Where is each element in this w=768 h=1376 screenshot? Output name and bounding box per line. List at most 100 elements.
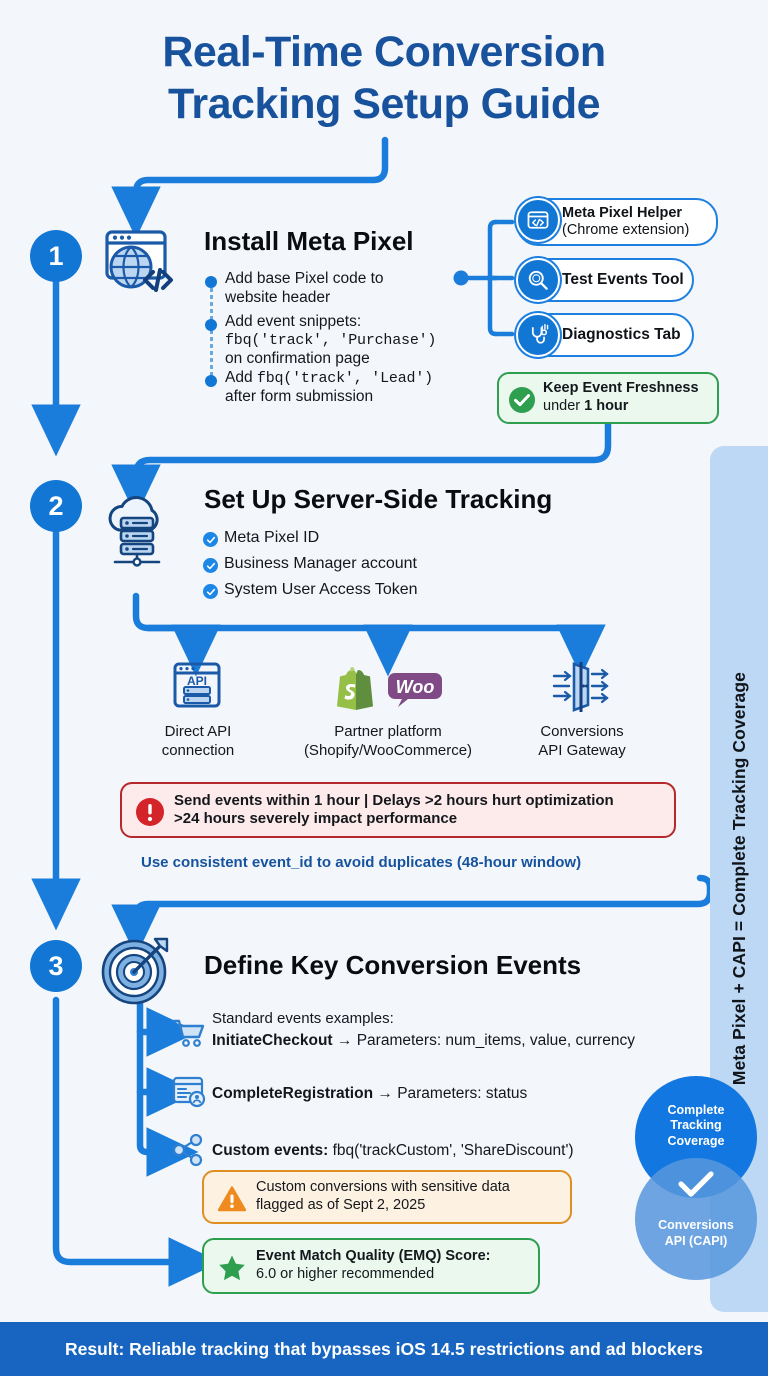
event-2-name: CompleteRegistration [212,1085,374,1102]
tool-pill-1-text: Meta Pixel Helper (Chrome extension) [562,205,689,239]
event-3-params: fbq('trackCustom', 'ShareDiscount') [332,1142,574,1159]
platform-label-2: Partner platform (Shopify/WooCommerce) [288,722,488,760]
step1-bullet-3: Add fbq('track', 'Lead') after form subm… [225,369,515,407]
svg-text:Woo: Woo [396,677,435,697]
step2-check-2: Business Manager account [224,555,417,572]
venn-top-l3: Coverage [667,1133,725,1148]
step1-bullet-2-line1: Add event snippets: [225,313,362,330]
bullet-dot-1 [205,276,217,288]
emq-line1: Event Match Quality (EMQ) Score: [256,1248,491,1265]
step1-bullet-2-code: fbq('track', 'Purchase') [225,331,437,349]
step1-bullet-3-code: fbq('track', 'Lead') [256,370,433,387]
tool-pill-meta-pixel-helper[interactable]: Meta Pixel Helper (Chrome extension) [516,198,718,246]
step-badge-2: 2 [30,480,82,532]
check-icon-2 [203,558,218,573]
venn-top-l2: Tracking [670,1118,722,1133]
pixel-helper-icon [516,198,560,242]
check-icon-1 [203,532,218,547]
step1-bullet-1-line2: website header [225,288,331,306]
star-icon [217,1254,247,1287]
emq-line2: 6.0 or higher recommended [256,1266,435,1282]
venn-bottom-l1: Conversions [658,1218,734,1233]
step1-bullet-3-pre: Add [225,369,257,386]
tool-pill-test-events-tool[interactable]: Test Events Tool [516,258,694,302]
event-2-arrow: → [377,1085,393,1102]
step2-check-1: Meta Pixel ID [224,529,320,546]
step1-bullet-3-line2: after form submission [225,388,374,406]
sensitive-data-text: Custom conversions with sensitive data f… [256,1179,510,1214]
event-row-3: Custom events: fbq('trackCustom', 'Share… [212,1142,574,1160]
platform-3-line1: Conversions [540,723,624,740]
step1-bullet-1: Add base Pixel code to website header [225,270,485,308]
platform-label-3: Conversions API Gateway [508,722,656,760]
share-nodes-icon [172,1133,206,1167]
venn-top-label: Complete Tracking Coverage [668,1103,725,1150]
platform-3-line2: API Gateway [538,742,626,760]
cloud-server-icon [99,492,175,568]
event-3-sep: : [323,1142,329,1159]
event-id-note: Use consistent event_id to avoid duplica… [141,854,582,871]
shopify-woo-icon: Woo [330,662,446,714]
title-line-2: Tracking Setup Guide [167,80,601,129]
platform-label-1: Direct API connection [130,722,266,760]
event-1-params: Parameters: num_items, value, currency [356,1032,635,1049]
step1-bullet-2: Add event snippets: fbq('track', 'Purcha… [225,313,515,369]
delay-warning-line1: Send events within 1 hour | Delays >2 ho… [174,791,614,809]
platform-2-line2: (Shopify/WooCommerce) [303,742,473,760]
step-heading-1: Install Meta Pixel [204,226,414,256]
bullet-dot-3 [205,375,217,387]
event-freshness-line2-pre: under [543,398,585,414]
event-1-name: InitiateCheckout [212,1032,333,1049]
event-freshness-callout: Keep Event Freshness under 1 hour [497,372,719,424]
gateway-icon [552,658,610,716]
standard-events-label: Standard events examples: [212,1010,394,1027]
tool-pill-1-title: Meta Pixel Helper [562,204,683,221]
step1-bullet-3-line1: Add fbq('track', 'Lead') [225,369,515,388]
event-freshness-text: Keep Event Freshness under 1 hour [543,380,699,415]
step-heading-2: Set Up Server-Side Tracking [204,484,553,514]
event-freshness-line2-bold: 1 hour [584,398,629,414]
emq-score-callout: Event Match Quality (EMQ) Score: 6.0 or … [202,1238,540,1294]
event-row-2: CompleteRegistration → Parameters: statu… [212,1085,527,1103]
target-dart-icon [98,930,176,1008]
platform-1-line2: connection [161,742,235,760]
api-server-icon: API [170,660,224,714]
platform-2-line1: Partner platform [334,723,442,740]
sensitive-data-line1: Custom conversions with sensitive data [256,1179,510,1196]
footer-text: Result: Reliable tracking that bypasses … [64,1338,703,1359]
emq-score-text: Event Match Quality (EMQ) Score: 6.0 or … [256,1248,490,1283]
sensitive-data-line2: flagged as of Sept 2, 2025 [256,1197,426,1213]
event-row-1: InitiateCheckout → Parameters: num_items… [212,1032,635,1050]
event-freshness-line1: Keep Event Freshness [543,380,699,397]
check-icon-3 [203,584,218,599]
event-1-arrow: → [336,1032,353,1049]
browser-globe-code-icon [97,222,177,302]
check-icon [678,1170,714,1203]
step1-bullet-1-line1: Add base Pixel code to [225,270,384,287]
venn-circle-bottom: Conversions API (CAPI) [635,1158,757,1280]
page-title: Real-Time Conversion Tracking Setup Guid… [0,26,768,131]
magnifier-test-icon [516,258,560,302]
platform-1-line1: Direct API [164,723,232,740]
event-3-name: Custom events [212,1142,324,1159]
warning-triangle-icon [217,1186,247,1217]
venn-bottom-l2: API (CAPI) [664,1234,728,1248]
delay-warning-callout: Send events within 1 hour | Delays >2 ho… [120,782,676,838]
tool-pill-1-sub: (Chrome extension) [562,222,690,238]
svg-text:API: API [187,674,207,688]
venn-top-l1: Complete [667,1102,725,1117]
sensitive-data-callout: Custom conversions with sensitive data f… [202,1170,572,1224]
check-circle-icon [509,387,535,418]
step1-bullet-2-line3: on confirmation page [225,350,370,368]
step-heading-3: Define Key Conversion Events [204,950,582,980]
footer-banner: Result: Reliable tracking that bypasses … [0,1322,768,1376]
alert-circle-icon [136,798,164,831]
title-line-1: Real-Time Conversion [162,28,606,76]
bullet-dot-2 [205,319,217,331]
registration-form-icon [172,1076,206,1108]
stethoscope-diagnostics-icon [516,313,560,357]
tool-pill-diagnostics-tab[interactable]: Diagnostics Tab [516,313,694,357]
event-2-params: Parameters: status [397,1085,528,1102]
tool-pill-3-title: Diagnostics Tab [562,325,681,343]
